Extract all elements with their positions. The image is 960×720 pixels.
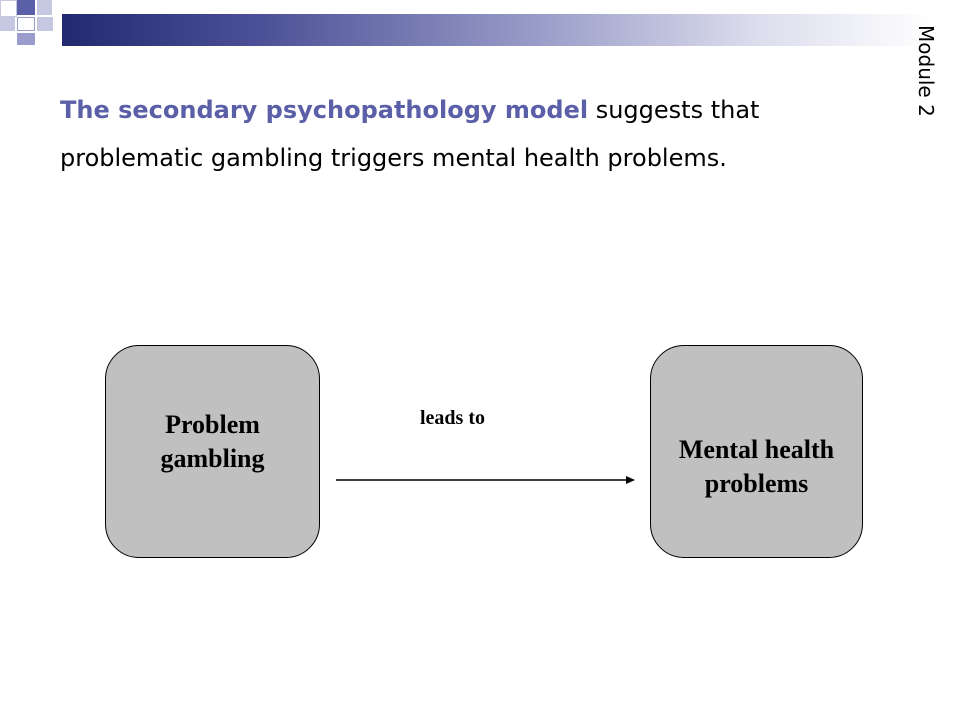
arrow-connector bbox=[336, 476, 635, 484]
node-label: Mental health problems bbox=[678, 434, 835, 498]
slide-heading: The secondary psychopathology model sugg… bbox=[60, 86, 900, 182]
arrow-head bbox=[626, 476, 635, 484]
deco-square bbox=[0, 0, 17, 17]
deco-square bbox=[0, 33, 15, 45]
deco-square bbox=[17, 0, 35, 15]
heading-emphasis: The secondary psychopathology model bbox=[60, 96, 589, 124]
heading-rest: suggests that problematic gambling trigg… bbox=[60, 96, 760, 172]
node-mental-health-problems: Mental health problems bbox=[650, 345, 863, 558]
decorative-squares bbox=[0, 0, 80, 60]
module-label: Module 2 bbox=[914, 25, 938, 117]
deco-square bbox=[37, 0, 52, 15]
node-label: Problem gambling bbox=[160, 409, 265, 473]
node-problem-gambling: Problem gambling bbox=[105, 345, 320, 558]
deco-square bbox=[17, 33, 35, 45]
edge-label: leads to bbox=[420, 407, 485, 429]
header-gradient-bar bbox=[62, 14, 932, 46]
deco-square bbox=[17, 17, 35, 31]
deco-square bbox=[37, 17, 53, 31]
deco-square bbox=[0, 17, 15, 31]
